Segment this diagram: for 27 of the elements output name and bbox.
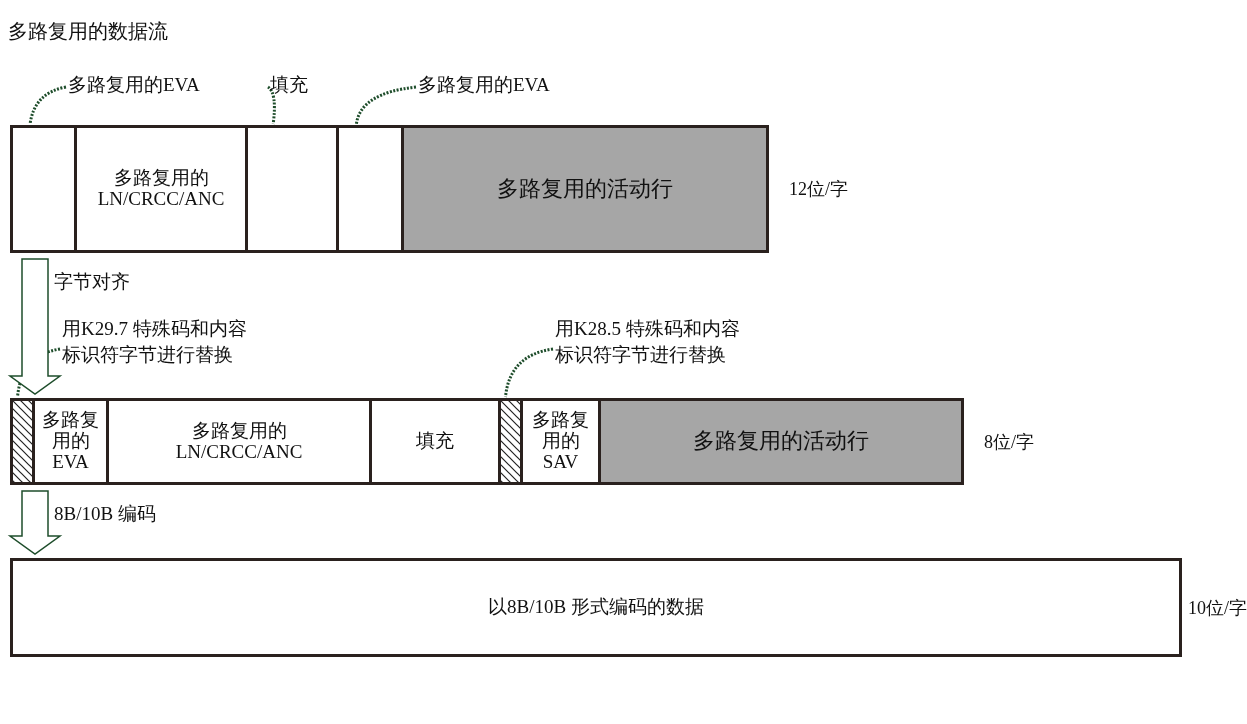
edge-label: 字节对齐 (54, 270, 130, 294)
leader-line (504, 347, 554, 398)
edge-label: 8B/10B 编码 (54, 502, 156, 526)
callout-text: 填充 (270, 72, 330, 98)
active-line-field: 多路复用的活动行 (401, 125, 769, 253)
active-line-field: 多路复用的活动行 (598, 398, 964, 485)
bit-width-label: 8位/字 (984, 430, 1034, 454)
arrow (7, 490, 63, 555)
leader-line (354, 85, 417, 125)
field-cell (10, 125, 77, 253)
hatched-field (498, 398, 523, 485)
callout-text: 用K29.7 特殊码和内容标识符字节进行替换 (62, 316, 252, 368)
bit-width-label: 12位/字 (789, 178, 848, 201)
callout-text: 多路复用的EVA (418, 72, 598, 98)
callout-text: 多路复用的EVA (68, 72, 238, 98)
field-cell: 多路复用的 LN/CRCC/ANC (74, 125, 248, 253)
field-cell: 多路复用的 EVA (32, 398, 109, 485)
leader-line (28, 85, 67, 125)
field-cell: 多路复用的 LN/CRCC/ANC (106, 398, 372, 485)
title: 多路复用的数据流 (8, 19, 168, 44)
arrow (7, 258, 63, 395)
bit-width-label: 10位/字 (1188, 596, 1247, 620)
field-cell (245, 125, 339, 253)
data-box: 以8B/10B 形式编码的数据 (10, 558, 1182, 657)
hatched-field (10, 398, 35, 485)
callout-text: 用K28.5 特殊码和内容标识符字节进行替换 (555, 316, 745, 368)
leader-line (266, 85, 276, 125)
